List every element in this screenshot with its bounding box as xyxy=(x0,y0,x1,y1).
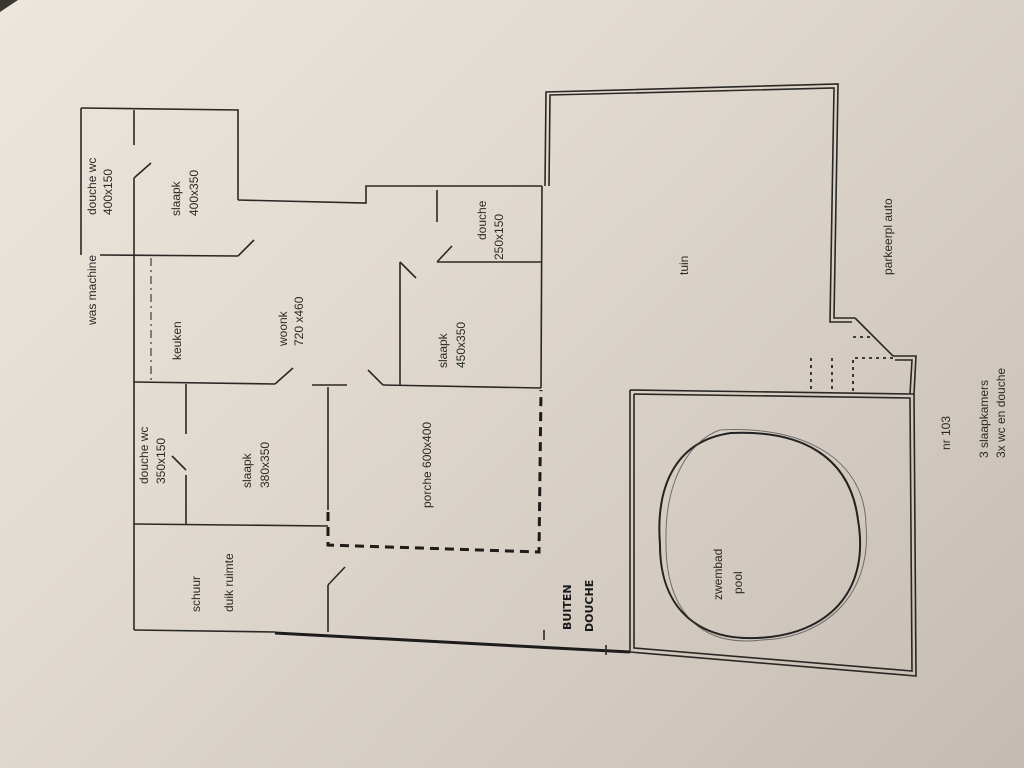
label-slaapk-3: slaapk xyxy=(436,332,450,368)
label-douche-buiten: DOUCHE xyxy=(583,580,596,632)
label-woonk: woonk xyxy=(276,310,290,347)
house-walls xyxy=(80,107,631,654)
label-keuken: keuken xyxy=(170,321,184,360)
label-schuur: schuur xyxy=(189,576,203,612)
pool-circle xyxy=(658,429,868,642)
size-slaapk-2: 380x350 xyxy=(258,442,272,488)
size-douche-wc-1: 400x150 xyxy=(101,169,115,215)
size-slaapk-3: 450x350 xyxy=(454,322,468,368)
label-buiten: BUITEN xyxy=(561,584,574,630)
tuin-walls xyxy=(544,83,917,395)
label-zwembad: zwembad xyxy=(711,549,725,600)
size-douche-wc-2: 350x150 xyxy=(154,438,168,484)
porche-outline xyxy=(326,389,543,554)
pool-enclosure xyxy=(629,389,917,677)
label-summary-bathrooms: 3x wc en douche xyxy=(994,368,1008,458)
label-slaapk-2: slaapk xyxy=(240,452,254,488)
label-duik-ruimte: duik ruimte xyxy=(222,553,236,612)
label-was-machine: was machine xyxy=(85,255,99,326)
size-douche-3: 250x150 xyxy=(492,214,506,260)
label-parkeerplaats: parkeerpl auto xyxy=(881,198,895,275)
label-douche-3: douche xyxy=(475,200,489,240)
label-tuin: tuin xyxy=(677,256,691,275)
size-woonk: 720 x460 xyxy=(292,296,306,346)
label-pool: pool xyxy=(731,571,745,594)
label-porche: porche 600x400 xyxy=(420,422,434,508)
label-slaapk-1: slaapk xyxy=(169,180,183,216)
label-douche-wc-2: douche wc xyxy=(137,427,151,484)
label-house-number: nr 103 xyxy=(939,416,953,450)
paper-corner-shadow xyxy=(0,0,18,12)
label-douche-wc-1: douche wc xyxy=(85,158,99,215)
label-summary-bedrooms: 3 slaapkamers xyxy=(977,380,991,458)
size-slaapk-1: 400x350 xyxy=(187,170,201,216)
